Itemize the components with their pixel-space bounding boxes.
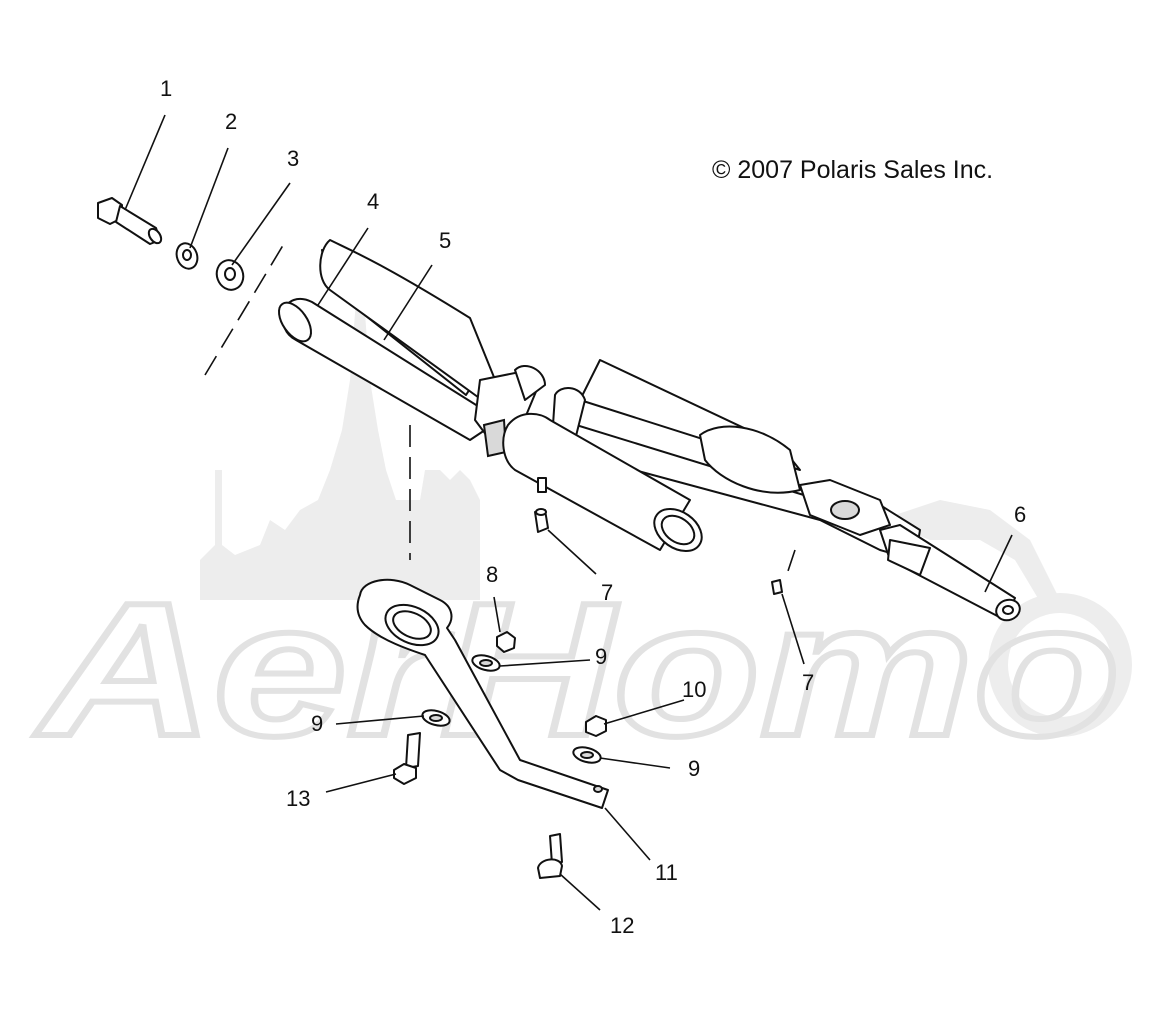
part-washer-small xyxy=(175,242,199,270)
part-washer-9a xyxy=(471,654,501,672)
callout-9a: 9 xyxy=(595,644,607,669)
alignment-line-3 xyxy=(784,549,796,581)
part-grease-fitting-left xyxy=(534,508,549,533)
copyright-notice: © 2007 Polaris Sales Inc. xyxy=(712,156,993,184)
callout-8: 8 xyxy=(486,562,498,587)
part-washer-large xyxy=(215,259,245,291)
callout-6: 6 xyxy=(1014,502,1026,527)
watermark-motorcycle-body xyxy=(880,500,1060,610)
part-axle-assembly xyxy=(278,239,1021,622)
callout-12: 12 xyxy=(610,913,634,938)
watermark-text: AerHomo xyxy=(35,564,1120,776)
part-steering-arm xyxy=(356,578,609,809)
part-grease-fitting-right xyxy=(771,579,783,595)
part-bolt xyxy=(97,197,163,245)
leader-lines xyxy=(124,114,1013,911)
callout-labels: 1 2 3 4 5 6 7 7 8 9 9 9 10 11 12 13 xyxy=(160,76,1026,938)
callout-3: 3 xyxy=(287,146,299,171)
callout-13: 13 xyxy=(286,786,310,811)
callout-5: 5 xyxy=(439,228,451,253)
watermark: AerHomo xyxy=(32,250,1132,779)
callout-2: 2 xyxy=(225,109,237,134)
part-bolt-lower xyxy=(393,732,421,785)
part-nut-upper xyxy=(496,631,516,653)
callout-10: 10 xyxy=(682,677,706,702)
part-screw xyxy=(537,833,563,879)
watermark-skyline xyxy=(200,250,480,600)
callout-9c: 9 xyxy=(688,756,700,781)
callout-7b: 7 xyxy=(802,670,814,695)
part-washer-9b xyxy=(421,709,451,727)
callout-1: 1 xyxy=(160,76,172,101)
callout-4: 4 xyxy=(367,189,379,214)
callout-7a: 7 xyxy=(601,580,613,605)
part-nut-lower xyxy=(585,715,607,737)
callout-11: 11 xyxy=(655,860,678,885)
callout-9b: 9 xyxy=(311,711,323,736)
alignment-line-1 xyxy=(204,241,286,376)
